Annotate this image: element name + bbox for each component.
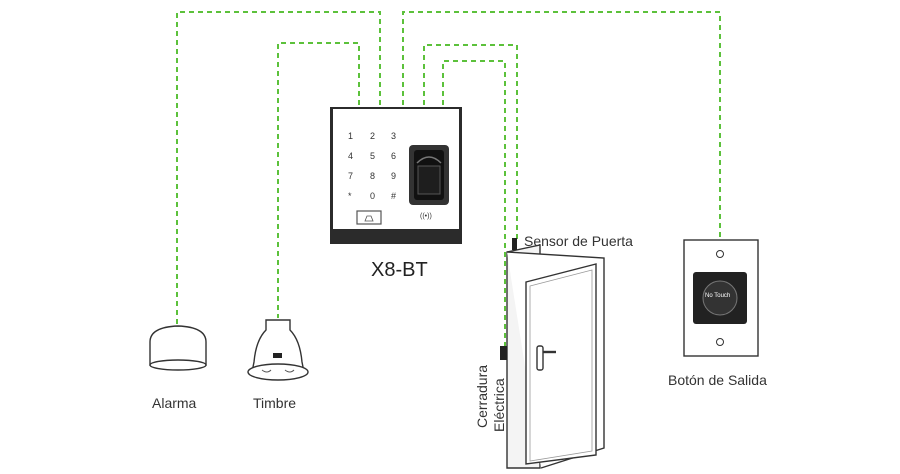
lock-label-line1: Cerradura: [474, 364, 490, 428]
device-model-label: X8-BT: [371, 259, 428, 281]
wire-alarm: [176, 11, 381, 328]
key: 2: [370, 131, 375, 141]
wire-door-sensor: [423, 44, 518, 240]
key: 8: [370, 171, 375, 181]
rfid-symbol: ((•)): [420, 213, 432, 220]
card-icon: [356, 210, 382, 225]
lock-label-line2: Eléctrica: [491, 378, 507, 432]
key: 1: [348, 131, 353, 141]
key: 7: [348, 171, 353, 181]
key: 5: [370, 151, 375, 161]
card-icon-glyph: [364, 215, 374, 222]
key: 0: [370, 191, 375, 201]
exit-caption: EXIT: [708, 325, 731, 336]
door-icon: [500, 238, 605, 469]
siren-icon: [149, 325, 207, 371]
exit-button-icon: [683, 239, 759, 357]
key: 9: [391, 171, 396, 181]
wire-electric-lock: [442, 60, 506, 350]
exit-no-touch-text: No Touch: [705, 293, 731, 299]
key: *: [348, 191, 352, 201]
wire-exit-button: [402, 11, 721, 238]
x8-bt-device: 1 2 3 4 5 6 7 8 9 * 0 # ((•)): [330, 107, 462, 244]
wire-bell: [277, 42, 360, 318]
bell-icon: [247, 319, 309, 381]
door-sensor-label: Sensor de Puerta: [524, 233, 633, 249]
wires: [176, 11, 721, 350]
key: 4: [348, 151, 353, 161]
fingerprint-icon: [409, 145, 449, 205]
key: #: [391, 191, 396, 201]
key: 3: [391, 131, 396, 141]
key: 6: [391, 151, 396, 161]
alarm-label: Alarma: [152, 395, 197, 411]
bell-label: Timbre: [253, 395, 297, 411]
exit-button-label: Botón de Salida: [668, 372, 767, 388]
